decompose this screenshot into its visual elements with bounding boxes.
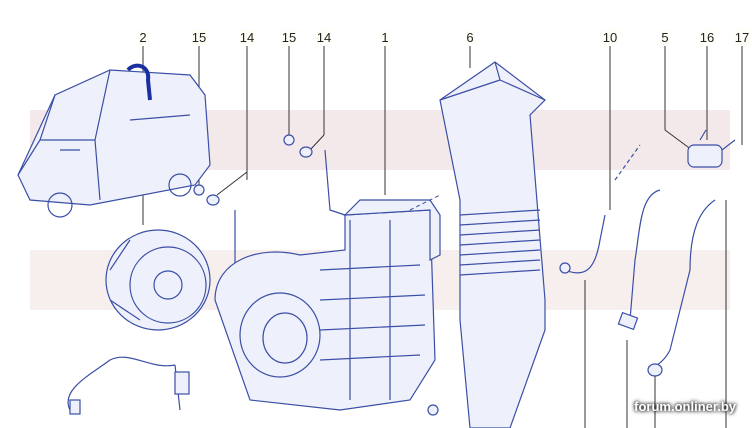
air-duct [439,61,546,428]
blower-fan [105,229,211,331]
wiring-harness [67,356,190,415]
site-watermark: forum.onliner.by [634,399,736,414]
callout-10: 10 [601,30,619,45]
callout-5: 5 [660,30,670,45]
callout-16: 16 [698,30,716,45]
callout-17: 17 [733,30,751,45]
callout-2: 2 [138,30,148,45]
callout-14: 14 [238,30,256,45]
callout-15: 15 [190,30,208,45]
heater-unit [214,194,441,416]
callout-6: 6 [465,30,475,45]
callout-15b: 15 [280,30,298,45]
callout-1: 1 [380,30,390,45]
van-illustration [17,63,211,218]
refrigerant-pipes [559,129,736,377]
callout-14b: 14 [315,30,333,45]
leader-lines [142,46,743,428]
